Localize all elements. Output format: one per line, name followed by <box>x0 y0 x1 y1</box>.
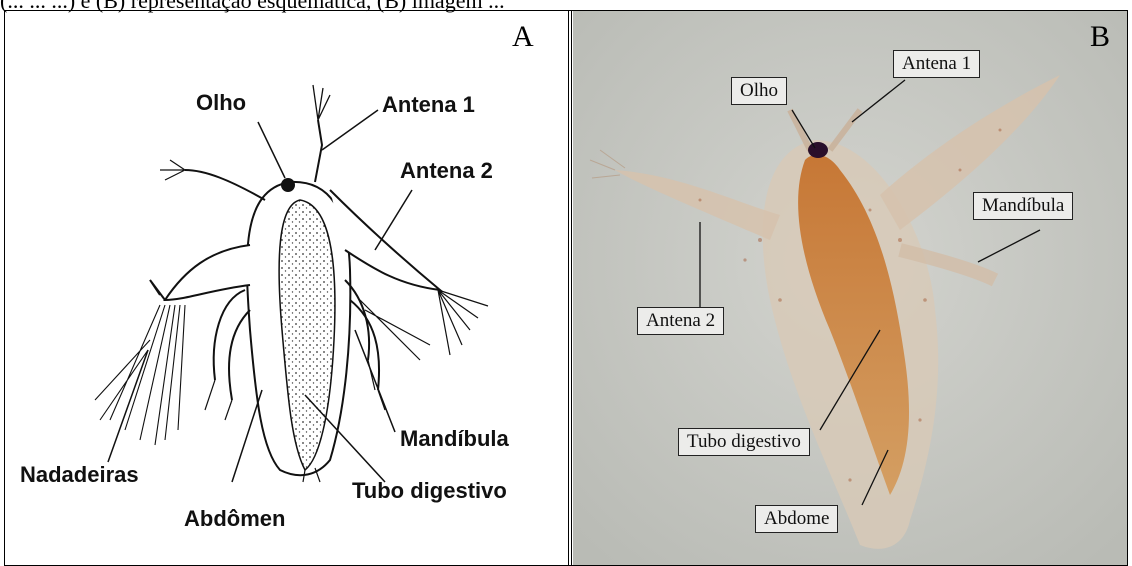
label-olho-a: Olho <box>196 90 246 116</box>
label-antena2-a: Antena 2 <box>400 158 493 184</box>
figure-frame <box>4 10 1128 566</box>
label-tubo-a: Tubo digestivo <box>352 478 507 504</box>
label-abdomen: Abdômen <box>184 506 285 532</box>
label-antena1-b: Antena 1 <box>893 50 980 78</box>
label-antena2-b: Antena 2 <box>637 307 724 335</box>
label-mandibula-a: Mandíbula <box>400 426 509 452</box>
panel-divider <box>568 10 572 566</box>
label-abdome-b: Abdome <box>755 505 838 533</box>
label-antena1-a: Antena 1 <box>382 92 475 118</box>
panel-b-letter: B <box>1090 20 1110 54</box>
label-nadadeiras: Nadadeiras <box>20 462 139 488</box>
label-mandibula-b: Mandíbula <box>973 192 1073 220</box>
label-tubo-b: Tubo digestivo <box>678 428 810 456</box>
panel-a-letter: A <box>512 20 534 54</box>
label-olho-b: Olho <box>731 77 787 105</box>
